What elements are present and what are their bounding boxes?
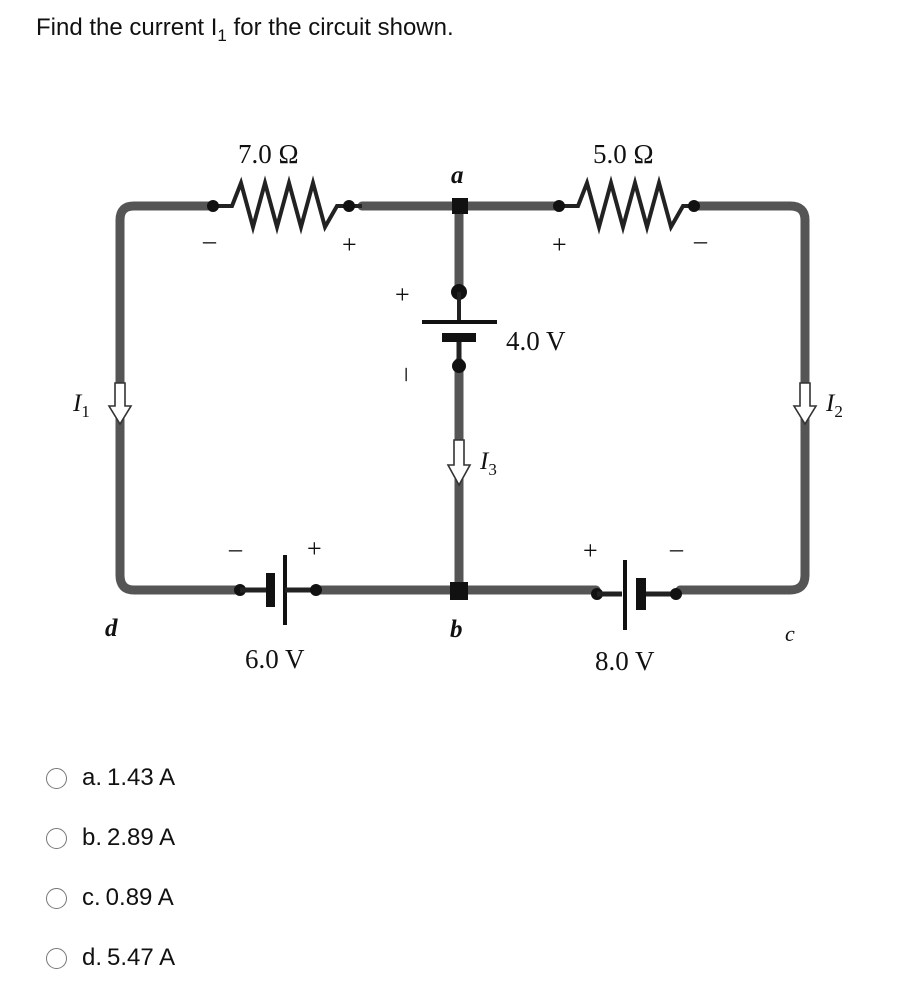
answer-options: a.1.43 A b.2.89 A c.0.89 A d.5.47 A <box>46 748 175 988</box>
option-value: 5.47 A <box>107 944 176 971</box>
option-letter: a. <box>82 764 103 791</box>
battery-left-plus-sign: + <box>307 534 322 563</box>
option-value: 2.89 A <box>107 824 176 851</box>
current-arrow-i2-icon <box>792 382 818 426</box>
option-value: 1.43 A <box>107 764 176 791</box>
resistor-right-minus-sign: – <box>693 226 708 255</box>
node-a-junction <box>452 198 468 214</box>
option-letter: d. <box>82 944 103 971</box>
wire-top-right <box>675 201 810 595</box>
resistor-right-symbol <box>558 175 698 235</box>
node-d-label: d <box>105 615 118 642</box>
resistor-left-minus-sign: – <box>202 226 217 255</box>
resistor-left-plus-sign: + <box>342 230 357 259</box>
circuit-diagram: 7.0 Ω 5.0 Ω a b c d 4.0 V 6.0 V 8.0 V I1… <box>72 139 843 676</box>
branch-minus-sign: – <box>394 367 423 382</box>
resistor-left-symbol <box>212 175 362 235</box>
node-c-label: c <box>785 621 795 646</box>
battery-middle-label: 4.0 V <box>506 326 566 356</box>
resistor-right-plus-sign: + <box>552 230 567 259</box>
battery-right-minus-sign: – <box>669 534 684 563</box>
battery-left-label: 6.0 V <box>245 644 305 674</box>
resistor-right-terminal-2 <box>688 200 700 212</box>
option-c[interactable]: c.0.89 A <box>46 868 175 928</box>
radio-button-icon[interactable] <box>46 767 67 789</box>
option-b[interactable]: b.2.89 A <box>46 808 175 868</box>
node-b-junction <box>450 582 468 600</box>
resistor-left-terminal-2 <box>343 200 355 212</box>
resistor-right-label: 5.0 Ω <box>593 139 654 169</box>
battery-right-symbol <box>591 560 682 630</box>
current-arrow-i1-icon <box>107 382 133 426</box>
question-text-after: for the circuit shown. <box>226 14 454 41</box>
resistor-left-label: 7.0 Ω <box>238 139 299 169</box>
current-1-label: I1 <box>72 390 90 421</box>
option-d[interactable]: d.5.47 A <box>46 928 175 988</box>
wire-top-left <box>115 201 243 595</box>
node-b-label: b <box>450 616 463 643</box>
battery-right-label: 8.0 V <box>595 646 655 676</box>
battery-middle-symbol <box>422 284 497 373</box>
radio-button-icon[interactable] <box>46 887 67 909</box>
question-text-before: Find the current I <box>36 14 218 41</box>
resistor-left-terminal-1 <box>207 200 219 212</box>
branch-plus-sign: + <box>395 280 410 309</box>
option-letter: b. <box>82 824 103 851</box>
option-letter: c. <box>82 884 101 911</box>
radio-button-icon[interactable] <box>46 827 67 849</box>
current-3-label: I3 <box>479 448 497 479</box>
battery-left-symbol <box>234 555 322 625</box>
battery-right-plus-sign: + <box>583 536 598 565</box>
option-value: 0.89 A <box>105 884 174 911</box>
radio-button-icon[interactable] <box>46 947 67 969</box>
question-subscript: 1 <box>217 26 227 45</box>
battery-left-minus-sign: – <box>228 534 243 563</box>
question-text: Find the current I1 for the circuit show… <box>36 14 454 45</box>
option-a[interactable]: a.1.43 A <box>46 748 175 808</box>
node-a-label: a <box>451 162 464 189</box>
circuit-wires <box>115 201 810 595</box>
current-arrow-i3-icon <box>446 439 472 487</box>
current-2-label: I2 <box>825 390 843 421</box>
resistor-right-terminal-1 <box>553 200 565 212</box>
